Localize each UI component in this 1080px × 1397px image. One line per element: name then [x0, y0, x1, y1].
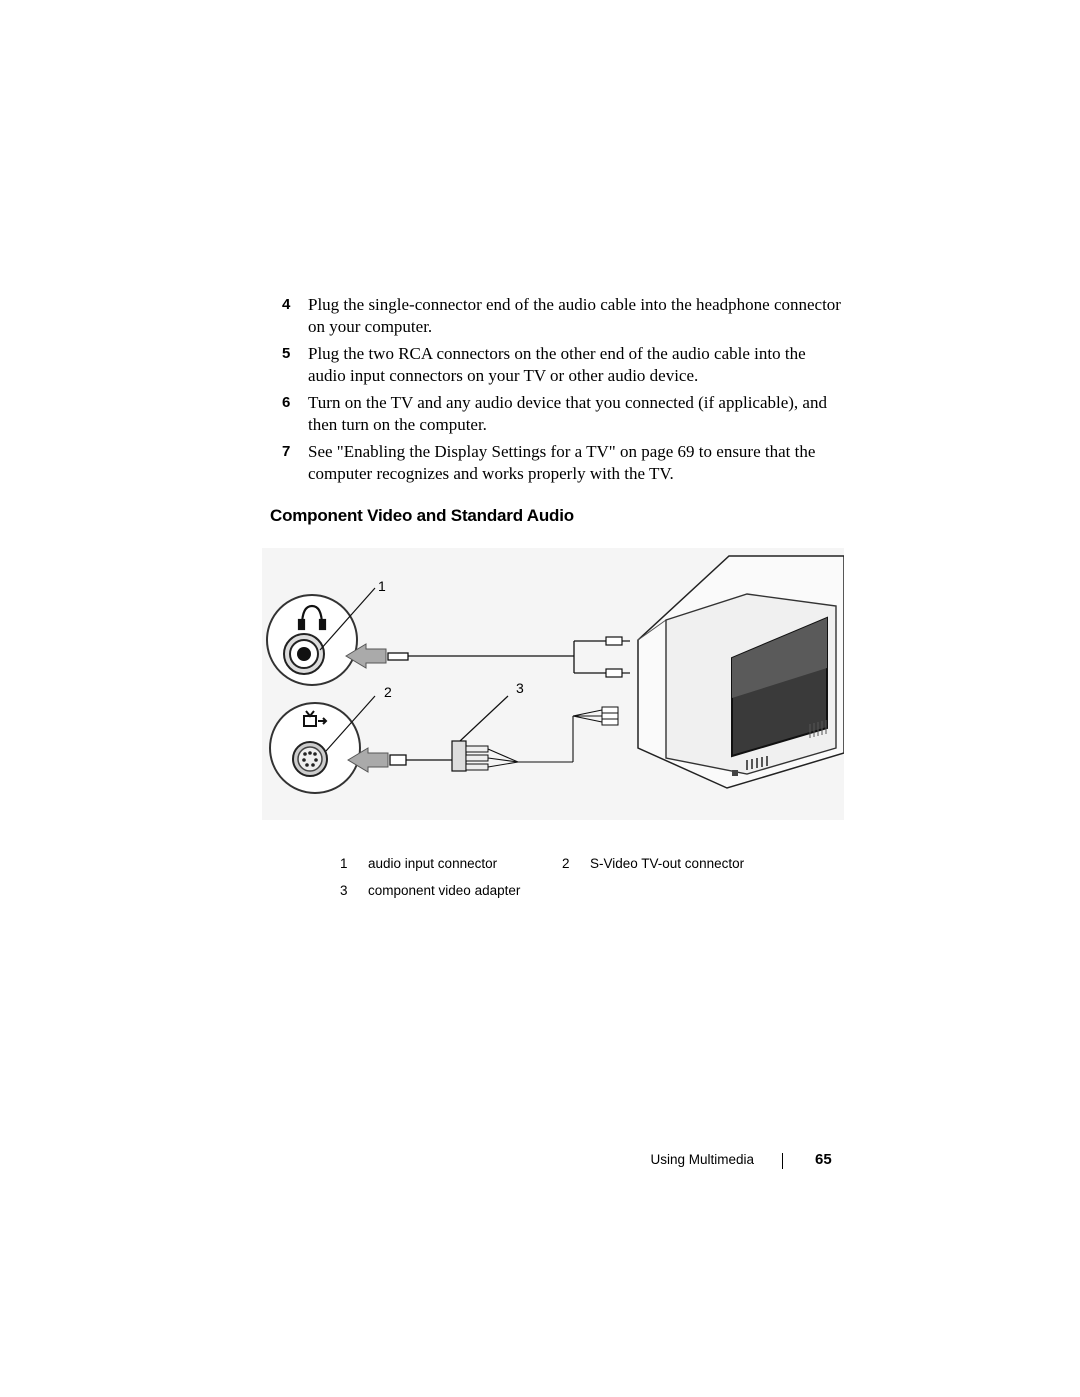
page-number: 65	[815, 1151, 832, 1168]
step-item: 7 See "Enabling the Display Settings for…	[282, 441, 842, 485]
step-text: Turn on the TV and any audio device that…	[308, 393, 827, 434]
step-item: 6 Turn on the TV and any audio device th…	[282, 392, 842, 436]
step-text: See "Enabling the Display Settings for a…	[308, 442, 816, 483]
section-heading: Component Video and Standard Audio	[270, 506, 574, 525]
connection-diagram: 1 2 3	[262, 548, 844, 820]
legend-label: audio input connector	[368, 856, 498, 871]
callout-lines	[319, 587, 509, 752]
rca-plug-icon	[605, 636, 630, 646]
svideo-cable	[389, 754, 452, 766]
rca-plug-icon	[605, 668, 630, 678]
step-number: 6	[282, 394, 291, 411]
legend-label: component video adapter	[368, 883, 521, 898]
callout-number: 2	[384, 684, 392, 700]
step-item: 5 Plug the two RCA connectors on the oth…	[282, 343, 842, 387]
legend-number: 3	[340, 883, 348, 898]
legend-number: 1	[340, 856, 348, 871]
component-video-adapter	[451, 706, 619, 772]
figure-legend: 1 audio input connector 2 S-Video TV-out…	[340, 850, 784, 904]
instruction-steps: 4 Plug the single-connector end of the a…	[282, 294, 842, 490]
svideo-panel	[269, 702, 361, 794]
audio-jack-icon	[283, 633, 325, 675]
step-item: 4 Plug the single-connector end of the a…	[282, 294, 842, 338]
arrow-icon	[347, 747, 389, 773]
step-number: 7	[282, 443, 291, 460]
headphone-icon	[297, 604, 327, 631]
step-number: 4	[282, 296, 291, 313]
callout-number: 1	[378, 578, 386, 594]
step-number: 5	[282, 345, 291, 362]
legend-number: 2	[562, 856, 570, 871]
callout-number: 3	[516, 680, 524, 696]
legend-label: S-Video TV-out connector	[590, 856, 745, 871]
legend-row: 1 audio input connector 2 S-Video TV-out…	[340, 850, 784, 877]
footer-section-title: Using Multimedia	[650, 1152, 754, 1167]
audio-panel	[266, 594, 358, 686]
tv-icon	[637, 555, 844, 789]
svideo-port-icon	[292, 741, 328, 777]
page-footer: Using Multimedia 65	[0, 1151, 1080, 1171]
step-text: Plug the two RCA connectors on the other…	[308, 344, 806, 385]
tv-out-icon	[303, 710, 328, 727]
footer-divider	[782, 1153, 783, 1169]
audio-cable	[387, 640, 606, 674]
step-text: Plug the single-connector end of the aud…	[308, 295, 841, 336]
legend-row: 3 component video adapter	[340, 877, 784, 904]
arrow-icon	[345, 643, 387, 669]
